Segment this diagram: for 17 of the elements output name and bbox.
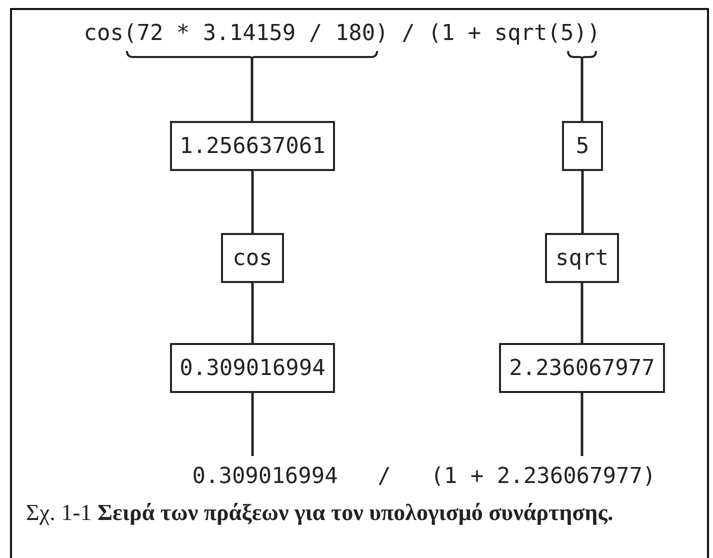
connector-line <box>580 59 584 121</box>
value-box: cos <box>221 233 284 283</box>
value-box: 2.236067977 <box>499 343 665 393</box>
connector-line <box>250 59 254 121</box>
value-box: 5 <box>562 121 603 171</box>
connector-line <box>581 171 584 233</box>
connector-line <box>580 393 584 456</box>
figure-caption: Σχ. 1-1 Σειρά των πράξεων για τον υπολογισμό συνάρτησης. <box>26 499 614 527</box>
connector-line <box>251 393 254 456</box>
expression-text: cos(72 * 3.14159 / 180) / (1 + sqrt(5)) <box>60 16 624 50</box>
value-box: 0.309016994 <box>170 343 335 393</box>
value-box: 1.256637061 <box>170 121 335 171</box>
connector-line <box>251 283 254 343</box>
expression-text: 0.309016994 / (1 + 2.236067977) <box>170 460 678 492</box>
value-box: sqrt <box>545 233 619 283</box>
connector-line <box>251 171 254 233</box>
connector-line <box>580 283 584 343</box>
